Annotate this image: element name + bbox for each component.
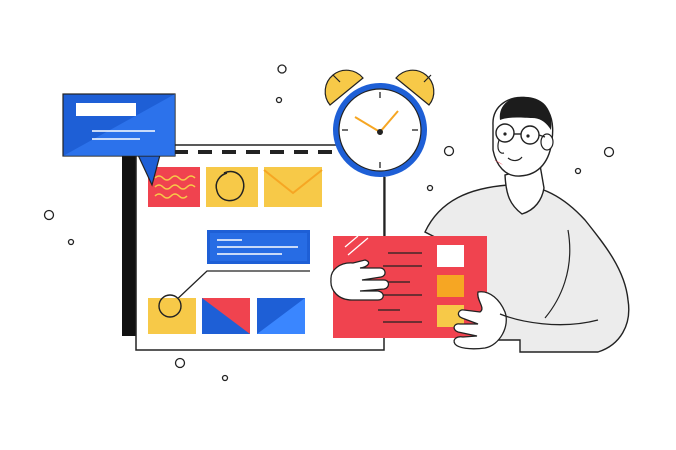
decorative-dots [43,64,615,382]
connector-line [171,270,310,305]
deco-dot [275,96,283,104]
card-yellow-circle [206,167,258,207]
right-hand [453,291,507,350]
envelope-icon [263,167,323,207]
card-checkbox-yellow [437,305,464,327]
person [330,96,630,353]
deco-dot [174,357,186,369]
deco-dot [67,238,75,246]
left-hand [330,259,390,301]
deco-dot [277,64,287,74]
deco-dot [574,167,582,175]
chat-bubble-icon [62,93,176,187]
card-red-blue [202,298,250,334]
card-blue-message [207,230,310,264]
card-yellow-dot [148,294,196,334]
card-red-scribble [148,167,200,207]
alarm-clock-icon [324,69,435,236]
card-checkbox-white [437,245,464,267]
deco-dot [443,145,455,157]
card-blue [257,298,305,334]
deco-dot [426,184,434,192]
deco-dot [43,209,55,221]
deco-dot [603,146,615,158]
glasses [495,123,546,145]
deco-dot [221,374,229,382]
card-checkbox-orange [437,275,464,297]
